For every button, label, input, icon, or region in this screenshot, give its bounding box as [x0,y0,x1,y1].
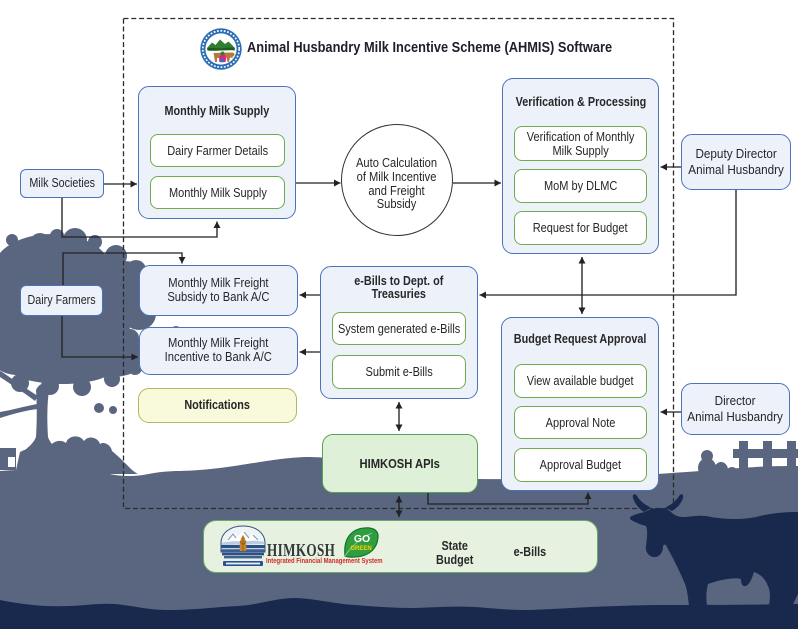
svg-text:GREEN: GREEN [350,546,371,552]
svg-text:GO: GO [354,533,370,545]
